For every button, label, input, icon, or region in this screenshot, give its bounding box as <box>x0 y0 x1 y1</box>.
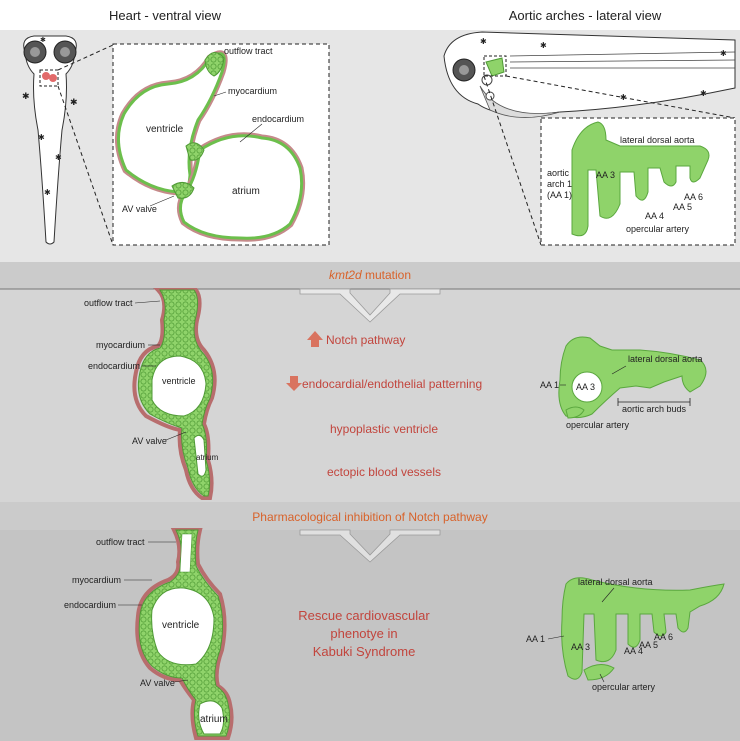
top-label-aortic-arch-1c: (AA 1) <box>547 190 572 200</box>
larva-ventral-body <box>23 35 77 245</box>
mid-label-aa1: AA 1 <box>540 380 559 390</box>
bot-label-aa4: AA 4 <box>624 646 643 656</box>
svg-text:✱: ✱ <box>55 153 62 162</box>
mutant-aa3-loop <box>571 371 603 403</box>
mid-label-myocardium: myocardium <box>96 340 145 350</box>
arches-zoom-box <box>483 55 507 77</box>
top-label-aa3: AA 3 <box>596 170 615 180</box>
effect-ectopic-vessels: ectopic blood vessels <box>327 465 441 479</box>
rescued-outflow-lumen <box>179 533 193 573</box>
top-av-valve <box>171 182 195 199</box>
mid-label-lateral-dorsal-aorta: lateral dorsal aorta <box>628 354 703 364</box>
bot-label-aa3: AA 3 <box>571 642 590 652</box>
top-label-ventricle: ventricle <box>146 124 184 135</box>
top-label-endocardium: endocardium <box>252 114 304 124</box>
top-label-aortic-arch-1b: arch 1 <box>547 179 572 189</box>
rescued-heart-myocardium <box>135 528 234 740</box>
svg-text:✱: ✱ <box>540 41 547 50</box>
svg-text:✱: ✱ <box>480 37 487 46</box>
mid-label-aa3: AA 3 <box>576 382 595 392</box>
top-outflow-tract <box>204 52 225 77</box>
bot-label-av-valve: AV valve <box>140 678 175 688</box>
svg-text:✱: ✱ <box>700 89 707 98</box>
heart-detail-diagram <box>115 50 306 242</box>
rescue-text-line-3: Kabuki Syndrome <box>313 644 416 659</box>
kmt2d-gene-name: kmt2d <box>329 268 362 282</box>
middle-panel <box>0 289 740 502</box>
bot-label-aa1: AA 1 <box>526 634 545 644</box>
bot-label-outflow-tract: outflow tract <box>96 537 145 547</box>
top-arches-vessels <box>571 121 710 237</box>
banner-down-arrow-2 <box>299 529 441 563</box>
mutant-ventricle-lumen <box>151 355 207 417</box>
top-label-aa4: AA 4 <box>645 211 664 221</box>
heart-zoom-box <box>39 69 59 87</box>
down-arrow-icon <box>286 376 302 391</box>
mid-label-endocardium: endocardium <box>88 361 140 371</box>
banner-inhibition <box>0 502 740 530</box>
effect-hypoplastic-ventricle: hypoplastic ventricle <box>330 422 438 436</box>
rescued-heart-diagram <box>135 528 234 740</box>
effect-patterning: endocardial/endothelial patterning <box>302 377 482 391</box>
top-label-myocardium: myocardium <box>228 86 277 96</box>
svg-text:✱: ✱ <box>40 36 46 44</box>
bot-label-opercular-artery: opercular artery <box>592 682 656 692</box>
arches-view-title: Aortic arches - lateral view <box>509 8 662 23</box>
mid-label-outflow-tract: outflow tract <box>84 298 133 308</box>
top-panel-header <box>0 0 740 30</box>
banner-kmt2d-text: kmt2d mutation <box>329 268 411 282</box>
heart-view-title: Heart - ventral view <box>109 8 222 23</box>
bot-label-lateral-dorsal-aorta: lateral dorsal aorta <box>578 577 653 587</box>
effect-notch-pathway: Notch pathway <box>326 333 405 347</box>
bot-label-ventricle: ventricle <box>162 620 200 631</box>
bot-label-atrium: atrium <box>200 714 228 725</box>
top-label-aa5: AA 5 <box>673 202 692 212</box>
top-label-opercular-artery: opercular artery <box>626 224 690 234</box>
yolk-sac <box>479 85 561 118</box>
banner-down-arrow-1 <box>299 288 441 323</box>
top-label-atrium: atrium <box>232 186 260 197</box>
mutant-opercular <box>565 406 585 419</box>
kmt2d-mutation-label: mutation <box>362 268 411 282</box>
bot-label-endocardium: endocardium <box>64 600 116 610</box>
svg-text:✱: ✱ <box>38 133 45 142</box>
mutant-heart-diagram <box>132 288 217 500</box>
top-label-av-valve: AV valve <box>122 204 157 214</box>
banner-kmt2d <box>0 262 740 289</box>
top-label-aortic-arch-1: aortic <box>547 168 570 178</box>
mutant-atrium-lumen <box>193 434 207 477</box>
larva-lateral-body <box>443 31 736 116</box>
rescued-ventricle-lumen <box>151 587 215 666</box>
top-label-outflow-tract: outflow tract <box>224 46 273 56</box>
larva-lateral-illustration: ✱ ✱ ✱ ✱ ✱ <box>443 31 736 118</box>
mid-label-av-valve: AV valve <box>132 436 167 446</box>
svg-text:✱: ✱ <box>720 49 727 58</box>
mid-label-atrium: atrium <box>196 453 219 462</box>
rescued-opercular <box>583 664 615 681</box>
mid-label-buds: aortic arch buds <box>622 404 687 414</box>
rescue-text-line-2: phenotye in <box>330 626 397 641</box>
rescued-arches-vessels <box>561 577 725 680</box>
lateral-arches-mini <box>485 57 505 77</box>
up-arrow-icon <box>307 331 323 347</box>
mid-label-ventricle: ventricle <box>162 376 196 386</box>
top-label-lateral-dorsal-aorta: lateral dorsal aorta <box>620 135 695 145</box>
bottom-panel <box>0 530 740 741</box>
top-label-aa6: AA 6 <box>684 192 703 202</box>
bot-label-myocardium: myocardium <box>72 575 121 585</box>
rescue-text-line-1: Rescue cardiovascular <box>298 608 430 623</box>
larva-ventral-illustration: ✱ ✱ ✱ ✱ ✱ ✱ <box>22 35 78 245</box>
mutant-heart-myocardium <box>132 288 217 500</box>
mid-label-opercular-artery: opercular artery <box>566 420 630 430</box>
svg-text:✱: ✱ <box>22 91 30 101</box>
bot-label-aa5: AA 5 <box>639 640 658 650</box>
larva-heart <box>42 72 50 80</box>
bot-label-aa6: AA 6 <box>654 632 673 642</box>
rescued-atrium-lumen <box>198 700 225 735</box>
svg-text:✱: ✱ <box>44 188 51 197</box>
svg-text:✱: ✱ <box>70 97 78 107</box>
banner-inhibition-text: Pharmacological inhibition of Notch path… <box>252 510 487 524</box>
